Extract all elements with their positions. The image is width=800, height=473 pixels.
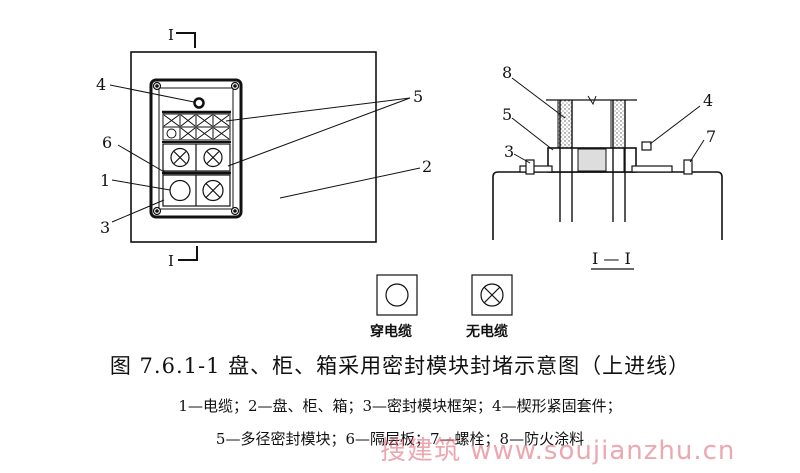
section-leaders <box>511 77 705 164</box>
label-6: 6 <box>102 133 112 152</box>
legend-cable-label: 穿电缆 <box>370 323 412 340</box>
caption-legend-line-1: 1—电缆；2—盘、柜、箱；3—密封模块框架；4—楔形紧固套件； <box>178 397 622 415</box>
wedge-fastener <box>193 97 205 109</box>
module-frame-inner <box>158 87 234 210</box>
cable <box>169 179 191 202</box>
leader-lines <box>109 84 421 223</box>
cabinet-panel <box>130 51 377 243</box>
section-label-8: 8 <box>502 63 512 82</box>
label-3: 3 <box>100 218 110 237</box>
label-2: 2 <box>422 157 432 176</box>
section-label-5: 5 <box>502 105 512 124</box>
section-view-label: I — I <box>592 249 631 268</box>
section-mark-top <box>176 32 196 48</box>
section-view: 8 5 3 4 7 I — I <box>492 63 723 270</box>
label-4: 4 <box>96 75 106 94</box>
corner-screws <box>152 81 240 216</box>
large-module-grid <box>162 143 231 207</box>
label-1: 1 <box>100 171 110 190</box>
legend-no-cable-symbol <box>471 274 513 316</box>
section-label-3: 3 <box>504 142 514 161</box>
section-label-4: 4 <box>703 91 713 110</box>
caption-legend-line-2: 5—多径密封模块；6—隔层板；7—螺栓；8—防火涂料 <box>215 430 585 448</box>
watermark: 搜建筑 www.soujianzhu.cn <box>380 436 736 466</box>
section-label-7: 7 <box>706 127 716 146</box>
front-view: I I <box>96 26 432 270</box>
wedge-section <box>641 141 652 151</box>
bolt-right <box>683 159 693 175</box>
legend-no-cable-label: 无电缆 <box>465 323 508 340</box>
cabinet-section <box>492 171 723 240</box>
section-cables <box>559 100 626 222</box>
bolt-left <box>525 159 535 175</box>
small-module-grid <box>162 113 231 141</box>
section-mark-bottom-label: I <box>168 252 174 270</box>
label-5: 5 <box>413 87 423 106</box>
figure-caption-title: 图 7.6.1-1 盘、柜、箱采用密封模块封堵示意图（上进线） <box>109 354 691 378</box>
section-mark-top-label: I <box>168 26 174 44</box>
legend: 穿电缆 无电缆 <box>370 274 513 340</box>
section-mark-bottom <box>178 246 198 261</box>
